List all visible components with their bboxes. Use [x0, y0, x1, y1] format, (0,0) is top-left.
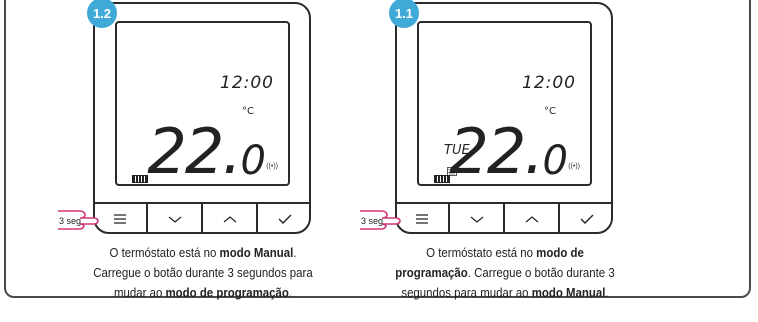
up-button[interactable] [203, 204, 258, 234]
menu-button[interactable] [395, 204, 450, 234]
finger-press-icon [360, 210, 401, 230]
caption-text: O termóstato está no [426, 245, 537, 260]
clock-display: 12:00 [220, 73, 274, 93]
wifi-signal-icon: ((•)) [568, 163, 580, 170]
caption-emphasis: modo de programação [165, 285, 289, 300]
calendar-icon [447, 167, 457, 176]
temperature-value: 22. [147, 115, 242, 188]
chevron-up-icon [525, 216, 538, 223]
button-row [395, 202, 613, 234]
down-button[interactable] [450, 204, 505, 234]
lcd-screen: 12:00 °C 22. 0 ((•)) [115, 21, 290, 188]
caption-emphasis: modo de [536, 245, 584, 260]
temperature-value: 22. [449, 115, 544, 188]
caption-program-mode: O termóstato está no modo de programação… [377, 243, 632, 303]
temperature-unit: °C [242, 106, 254, 117]
chevron-down-icon [168, 216, 181, 223]
battery-icon [434, 175, 450, 183]
caption-manual-mode: O termóstato está no modo Manual. Carreg… [75, 243, 330, 303]
caption-line: O termóstato está no modo de [377, 243, 632, 263]
check-icon [580, 214, 593, 224]
battery-icon [132, 175, 148, 183]
confirm-button[interactable] [258, 204, 311, 234]
thermostat-device-manual: 1.2 12:00 °C 22. 0 ((•)) 3 seg [58, 0, 311, 234]
button-row [93, 202, 311, 234]
press-duration-label: 3 seg [361, 216, 384, 226]
caption-text: O termóstato está no [109, 245, 220, 260]
caption-line: mudar ao modo de programação. [75, 283, 330, 303]
press-duration-label: 3 seg [59, 216, 82, 226]
caption-text: . [293, 245, 297, 260]
temperature-unit: °C [544, 106, 556, 117]
caption-emphasis: modo Manual [531, 285, 606, 300]
temperature-decimal: 0 [542, 138, 568, 184]
thermostat-device-program: 1.1 12:00 °C TUE 22. 0 ((•)) 3 seg [360, 0, 613, 234]
chevron-down-icon [470, 216, 483, 223]
menu-icon [113, 214, 126, 224]
finger-press-icon [58, 210, 99, 230]
clock-display: 12:00 [522, 73, 576, 93]
caption-text: segundos para mudar ao [401, 285, 532, 300]
caption-text: . [288, 285, 293, 300]
up-button[interactable] [505, 204, 560, 234]
caption-line: segundos para mudar ao modo Manual. [377, 283, 632, 303]
caption-line: Carregue o botão durante 3 segundos para [93, 265, 313, 280]
check-icon [278, 214, 291, 224]
step-badge: 1.2 [87, 0, 117, 28]
content-frame [4, 0, 751, 298]
temperature-decimal: 0 [240, 138, 266, 184]
lcd-screen: 12:00 °C TUE 22. 0 ((•)) [417, 21, 592, 188]
menu-button[interactable] [93, 204, 148, 234]
day-display: TUE [444, 143, 470, 158]
wifi-signal-icon: ((•)) [266, 163, 278, 170]
chevron-up-icon [223, 216, 236, 223]
caption-text: . Carregue o botão durante 3 [467, 265, 615, 280]
down-button[interactable] [148, 204, 203, 234]
caption-text: . [605, 285, 609, 300]
caption-emphasis: programação [395, 265, 468, 280]
step-badge: 1.1 [389, 0, 419, 28]
caption-text: mudar ao [113, 285, 166, 300]
caption-line: O termóstato está no modo Manual. [75, 243, 330, 263]
caption-emphasis: modo Manual [219, 245, 294, 260]
menu-icon [415, 214, 428, 224]
confirm-button[interactable] [560, 204, 613, 234]
caption-line: programação. Carregue o botão durante 3 [377, 263, 632, 283]
